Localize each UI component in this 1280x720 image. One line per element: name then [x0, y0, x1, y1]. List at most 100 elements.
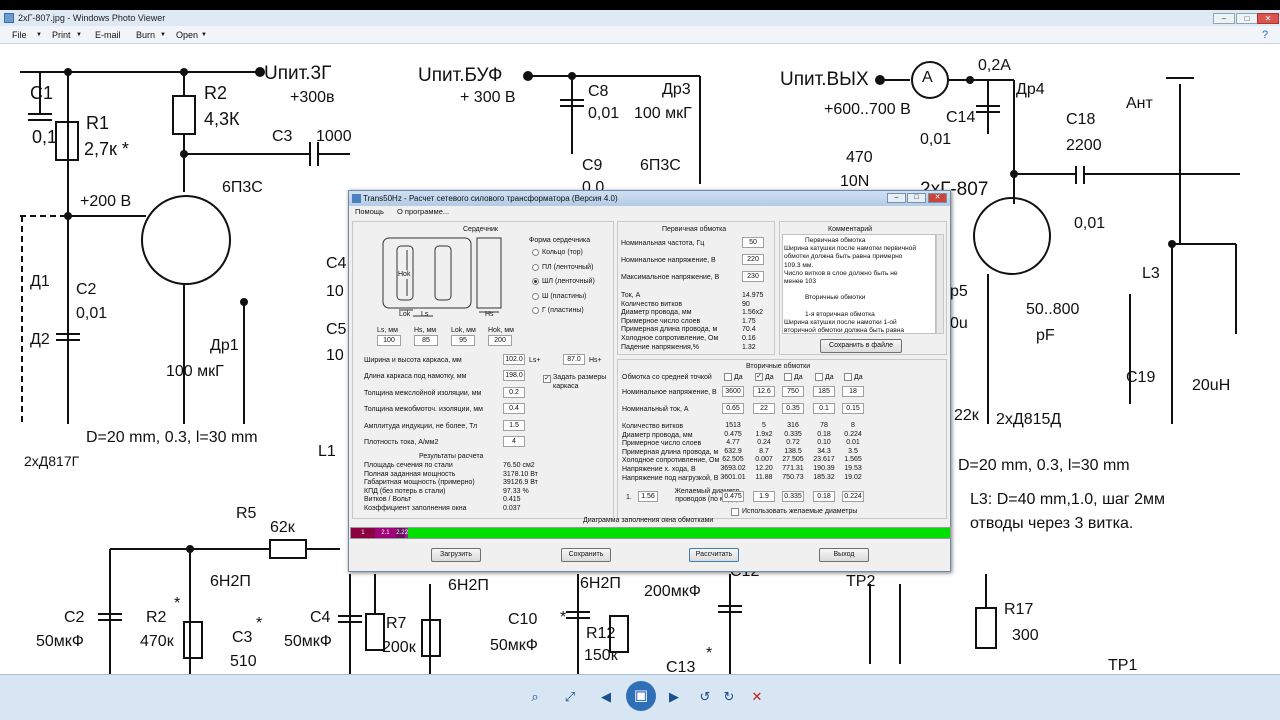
center-tap-checkbox[interactable]: ✓ — [755, 373, 763, 381]
comment-scrollbar[interactable] — [936, 234, 944, 334]
center-tap-yes: Да — [765, 374, 774, 381]
dim-input[interactable]: 200 — [488, 335, 512, 346]
frame-height-suffix: Hs+ — [589, 357, 602, 364]
sec-voltage-input[interactable]: 185 — [813, 386, 835, 397]
schematic-label: Д1 — [30, 273, 50, 290]
schematic-label: R2 — [204, 83, 228, 103]
save-button[interactable]: Сохранить — [561, 548, 611, 562]
previous-icon[interactable]: ◀ — [601, 689, 611, 704]
slideshow-icon[interactable]: ▣ — [626, 681, 656, 711]
maximize-button[interactable]: □ — [1236, 13, 1258, 24]
actual-size-icon[interactable]: ⤢ — [564, 689, 576, 704]
frame-height-input[interactable]: 87.0 — [563, 354, 585, 365]
result-value: 0.037 — [503, 504, 521, 512]
sec-current-input[interactable]: 0.35 — [782, 403, 804, 414]
sec-voltage-input[interactable]: 12.6 — [753, 386, 775, 397]
help-icon[interactable]: ? — [1262, 29, 1269, 41]
dialog-maximize-button[interactable]: □ — [907, 193, 926, 203]
schematic-label: 2хД815Д — [996, 411, 1062, 428]
menu-file[interactable]: File — [12, 30, 27, 40]
primary-input[interactable]: 50 — [742, 237, 764, 248]
frame-width-input[interactable]: 102.0 — [503, 354, 525, 365]
result-label: Габаритная мощность (примерно) — [364, 479, 475, 486]
sec-current-input[interactable]: 0.65 — [722, 403, 744, 414]
dialog-minimize-button[interactable]: – — [887, 193, 906, 203]
schematic-label: C1 — [30, 83, 54, 103]
desired-input[interactable]: 0.335 — [782, 491, 804, 502]
exit-button[interactable]: Выход — [819, 548, 869, 562]
desired-primary-input[interactable]: 1.56 — [638, 491, 658, 502]
menu-burn[interactable]: Burn — [136, 30, 156, 40]
desired-input[interactable]: 0.224 — [842, 491, 864, 502]
shape-radio[interactable] — [532, 249, 539, 256]
set-frame-checkbox[interactable]: ✓ — [543, 375, 551, 383]
schematic-label: 6Н2П — [210, 573, 251, 590]
sec-current-input[interactable]: 0.15 — [842, 403, 864, 414]
ls-label: Ls — [421, 311, 429, 318]
sec-voltage-input[interactable]: 750 — [782, 386, 804, 397]
sec-current-input[interactable]: 22 — [753, 403, 775, 414]
desired-input[interactable]: 0.18 — [813, 491, 835, 502]
dim-input[interactable]: 100 — [377, 335, 401, 346]
schematic-label: +300в — [290, 89, 335, 106]
desired-label: Желаемый диаметр проводов (по меди) — [674, 488, 740, 503]
sec-cell: 23.617 — [813, 456, 835, 464]
menu-help[interactable]: Помощь — [355, 207, 384, 216]
center-tap-checkbox[interactable] — [724, 373, 732, 381]
rotate-cw-icon[interactable]: ↻ — [723, 689, 735, 704]
menu-print[interactable]: Print — [52, 30, 71, 40]
minimize-button[interactable]: – — [1213, 13, 1235, 24]
schematic-label: 510 — [230, 653, 257, 670]
schematic-label: 10 — [326, 283, 344, 300]
close-button[interactable]: ✕ — [1257, 13, 1279, 24]
schematic-label: 6Н2П — [580, 575, 621, 592]
photo-viewer-window: 2xГ-807.jpg - Windows Photo Viewer – □ ✕… — [0, 10, 1280, 720]
save-to-file-button[interactable]: Сохранить в файле — [820, 339, 902, 353]
param-input[interactable]: 0.2 — [503, 386, 525, 398]
sec-current-input[interactable]: 0.1 — [813, 403, 835, 414]
menu-email[interactable]: E-mail — [95, 30, 121, 40]
param-input[interactable]: 0.4 — [503, 403, 525, 414]
calculate-button[interactable]: Рассчитать — [689, 548, 739, 562]
comment-line: Первичная обмотка — [805, 237, 866, 244]
param-input[interactable]: 4 — [503, 436, 525, 447]
load-button[interactable]: Загрузить — [431, 548, 481, 562]
shape-radio[interactable] — [532, 263, 539, 271]
primary-input[interactable]: 220 — [742, 254, 764, 265]
dim-input[interactable]: 95 — [451, 335, 475, 346]
shape-radio[interactable] — [532, 292, 539, 300]
next-icon[interactable]: ▶ — [669, 689, 679, 704]
chevron-down-icon: ▼ — [160, 32, 166, 38]
center-tap-checkbox[interactable] — [784, 373, 792, 381]
desired-input[interactable]: 1.9 — [753, 491, 775, 502]
menu-about[interactable]: О программе... — [397, 207, 450, 216]
sec-voltage-input[interactable]: 18 — [842, 386, 864, 397]
center-tap-checkbox[interactable] — [844, 373, 852, 381]
dim-input[interactable]: 85 — [414, 335, 438, 346]
rotate-ccw-icon[interactable]: ↺ — [699, 689, 711, 704]
zoom-icon[interactable]: ⌕ — [531, 689, 539, 704]
dialog-close-button[interactable]: ✕ — [928, 193, 947, 203]
schematic-label: 100 мкГ — [166, 363, 224, 380]
sec-cell: 1.9x2 — [755, 430, 773, 438]
menu-open[interactable]: Open — [176, 30, 199, 40]
sec-row-label: Количество витков — [622, 423, 684, 430]
schematic-label: 0,1 — [32, 127, 58, 147]
primary-input[interactable]: 230 — [742, 271, 764, 282]
desired-input[interactable]: 0.475 — [722, 491, 744, 502]
shape-radio[interactable] — [532, 278, 539, 285]
shape-radio[interactable] — [532, 307, 539, 314]
center-tap-checkbox[interactable] — [815, 373, 823, 381]
sec-cell: 27.505 — [782, 456, 804, 464]
use-desired-checkbox[interactable] — [731, 508, 739, 516]
param-input[interactable]: 1.5 — [503, 419, 525, 431]
sec-cell: 0.224 — [844, 430, 862, 438]
dialog-title: Trans50Hz - Расчет сетевого силового тра… — [363, 194, 618, 203]
shape-label: Г (пластины) — [542, 307, 584, 314]
param-input[interactable]: 198.0 — [503, 370, 525, 381]
schematic-label: C8 — [588, 83, 609, 100]
delete-icon[interactable]: ✕ — [751, 689, 763, 704]
sec-voltage-input[interactable]: 3600 — [722, 386, 744, 397]
schematic-label: Др4 — [1016, 81, 1045, 98]
